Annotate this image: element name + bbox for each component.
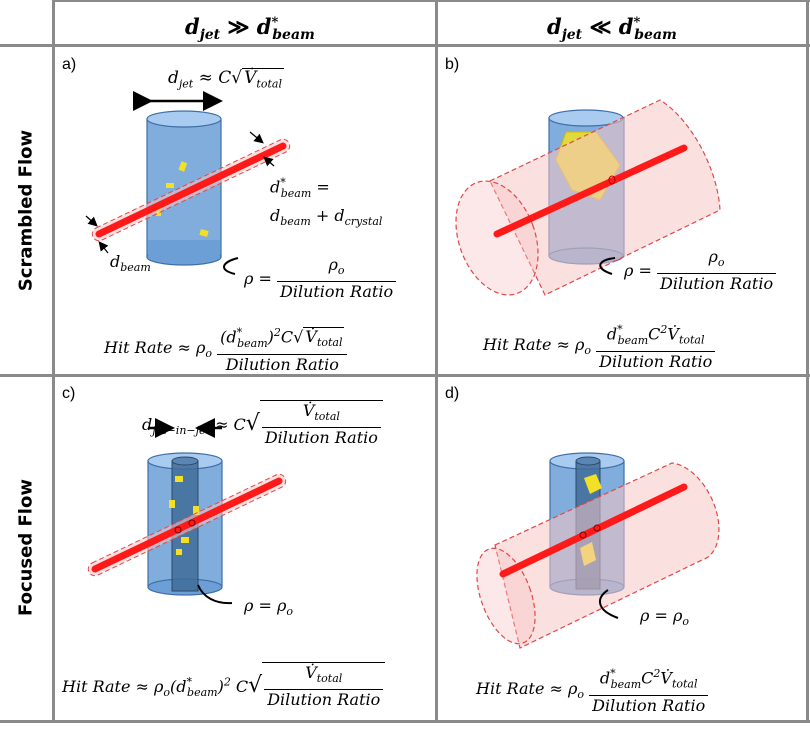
panel-a-effective-beam-sum: dbeam + dcrystal bbox=[270, 206, 383, 229]
panel-d-density-formula: ρ = ρo bbox=[640, 606, 690, 629]
panel-a-drawing bbox=[85, 91, 291, 275]
beam-star-arrow-bottom bbox=[263, 156, 275, 167]
x-ray-beam-envelope bbox=[455, 99, 721, 296]
panel-a-jet-diameter-formula: djet ≈ C√V̇total bbox=[168, 68, 284, 93]
panel-b-drawing bbox=[455, 99, 721, 296]
panel-label-a: a) bbox=[62, 56, 77, 73]
x-ray-beam bbox=[91, 138, 291, 242]
x-ray-beam-envelope bbox=[476, 462, 720, 649]
rho-pointer bbox=[599, 589, 619, 619]
grid-bottom bbox=[0, 720, 810, 723]
panel-label-b: b) bbox=[445, 56, 460, 73]
rho-pointer bbox=[599, 257, 616, 275]
grid-center bbox=[435, 0, 438, 723]
panel-d-drawing bbox=[476, 452, 720, 649]
beam-star-arrow-top bbox=[249, 131, 264, 144]
grid-right bbox=[806, 0, 809, 723]
grid-header-bottom bbox=[0, 44, 810, 47]
grid-middle bbox=[0, 374, 810, 377]
grid-top bbox=[52, 0, 810, 2]
rho-pointer bbox=[197, 584, 233, 605]
panel-label-d: d) bbox=[445, 385, 460, 402]
beam-arrow-bottom bbox=[98, 241, 109, 254]
grid-left bbox=[52, 0, 55, 723]
panel-a-beam-diameter-label: dbeam bbox=[110, 252, 151, 275]
beam-arrow-top bbox=[85, 215, 98, 227]
x-ray-beam bbox=[87, 473, 287, 577]
rho-pointer bbox=[223, 257, 239, 275]
column-header-large-jet: djet ≫ d*beam bbox=[185, 14, 315, 44]
panel-c-drawing bbox=[87, 418, 287, 605]
panel-c-density-formula: ρ = ρo bbox=[244, 596, 294, 619]
panel-a-effective-beam-formula: d*beam = bbox=[270, 176, 330, 200]
panel-label-c: c) bbox=[62, 385, 76, 402]
column-header-small-jet: djet ≪ d*beam bbox=[547, 14, 677, 44]
crystal-particles bbox=[169, 476, 199, 555]
